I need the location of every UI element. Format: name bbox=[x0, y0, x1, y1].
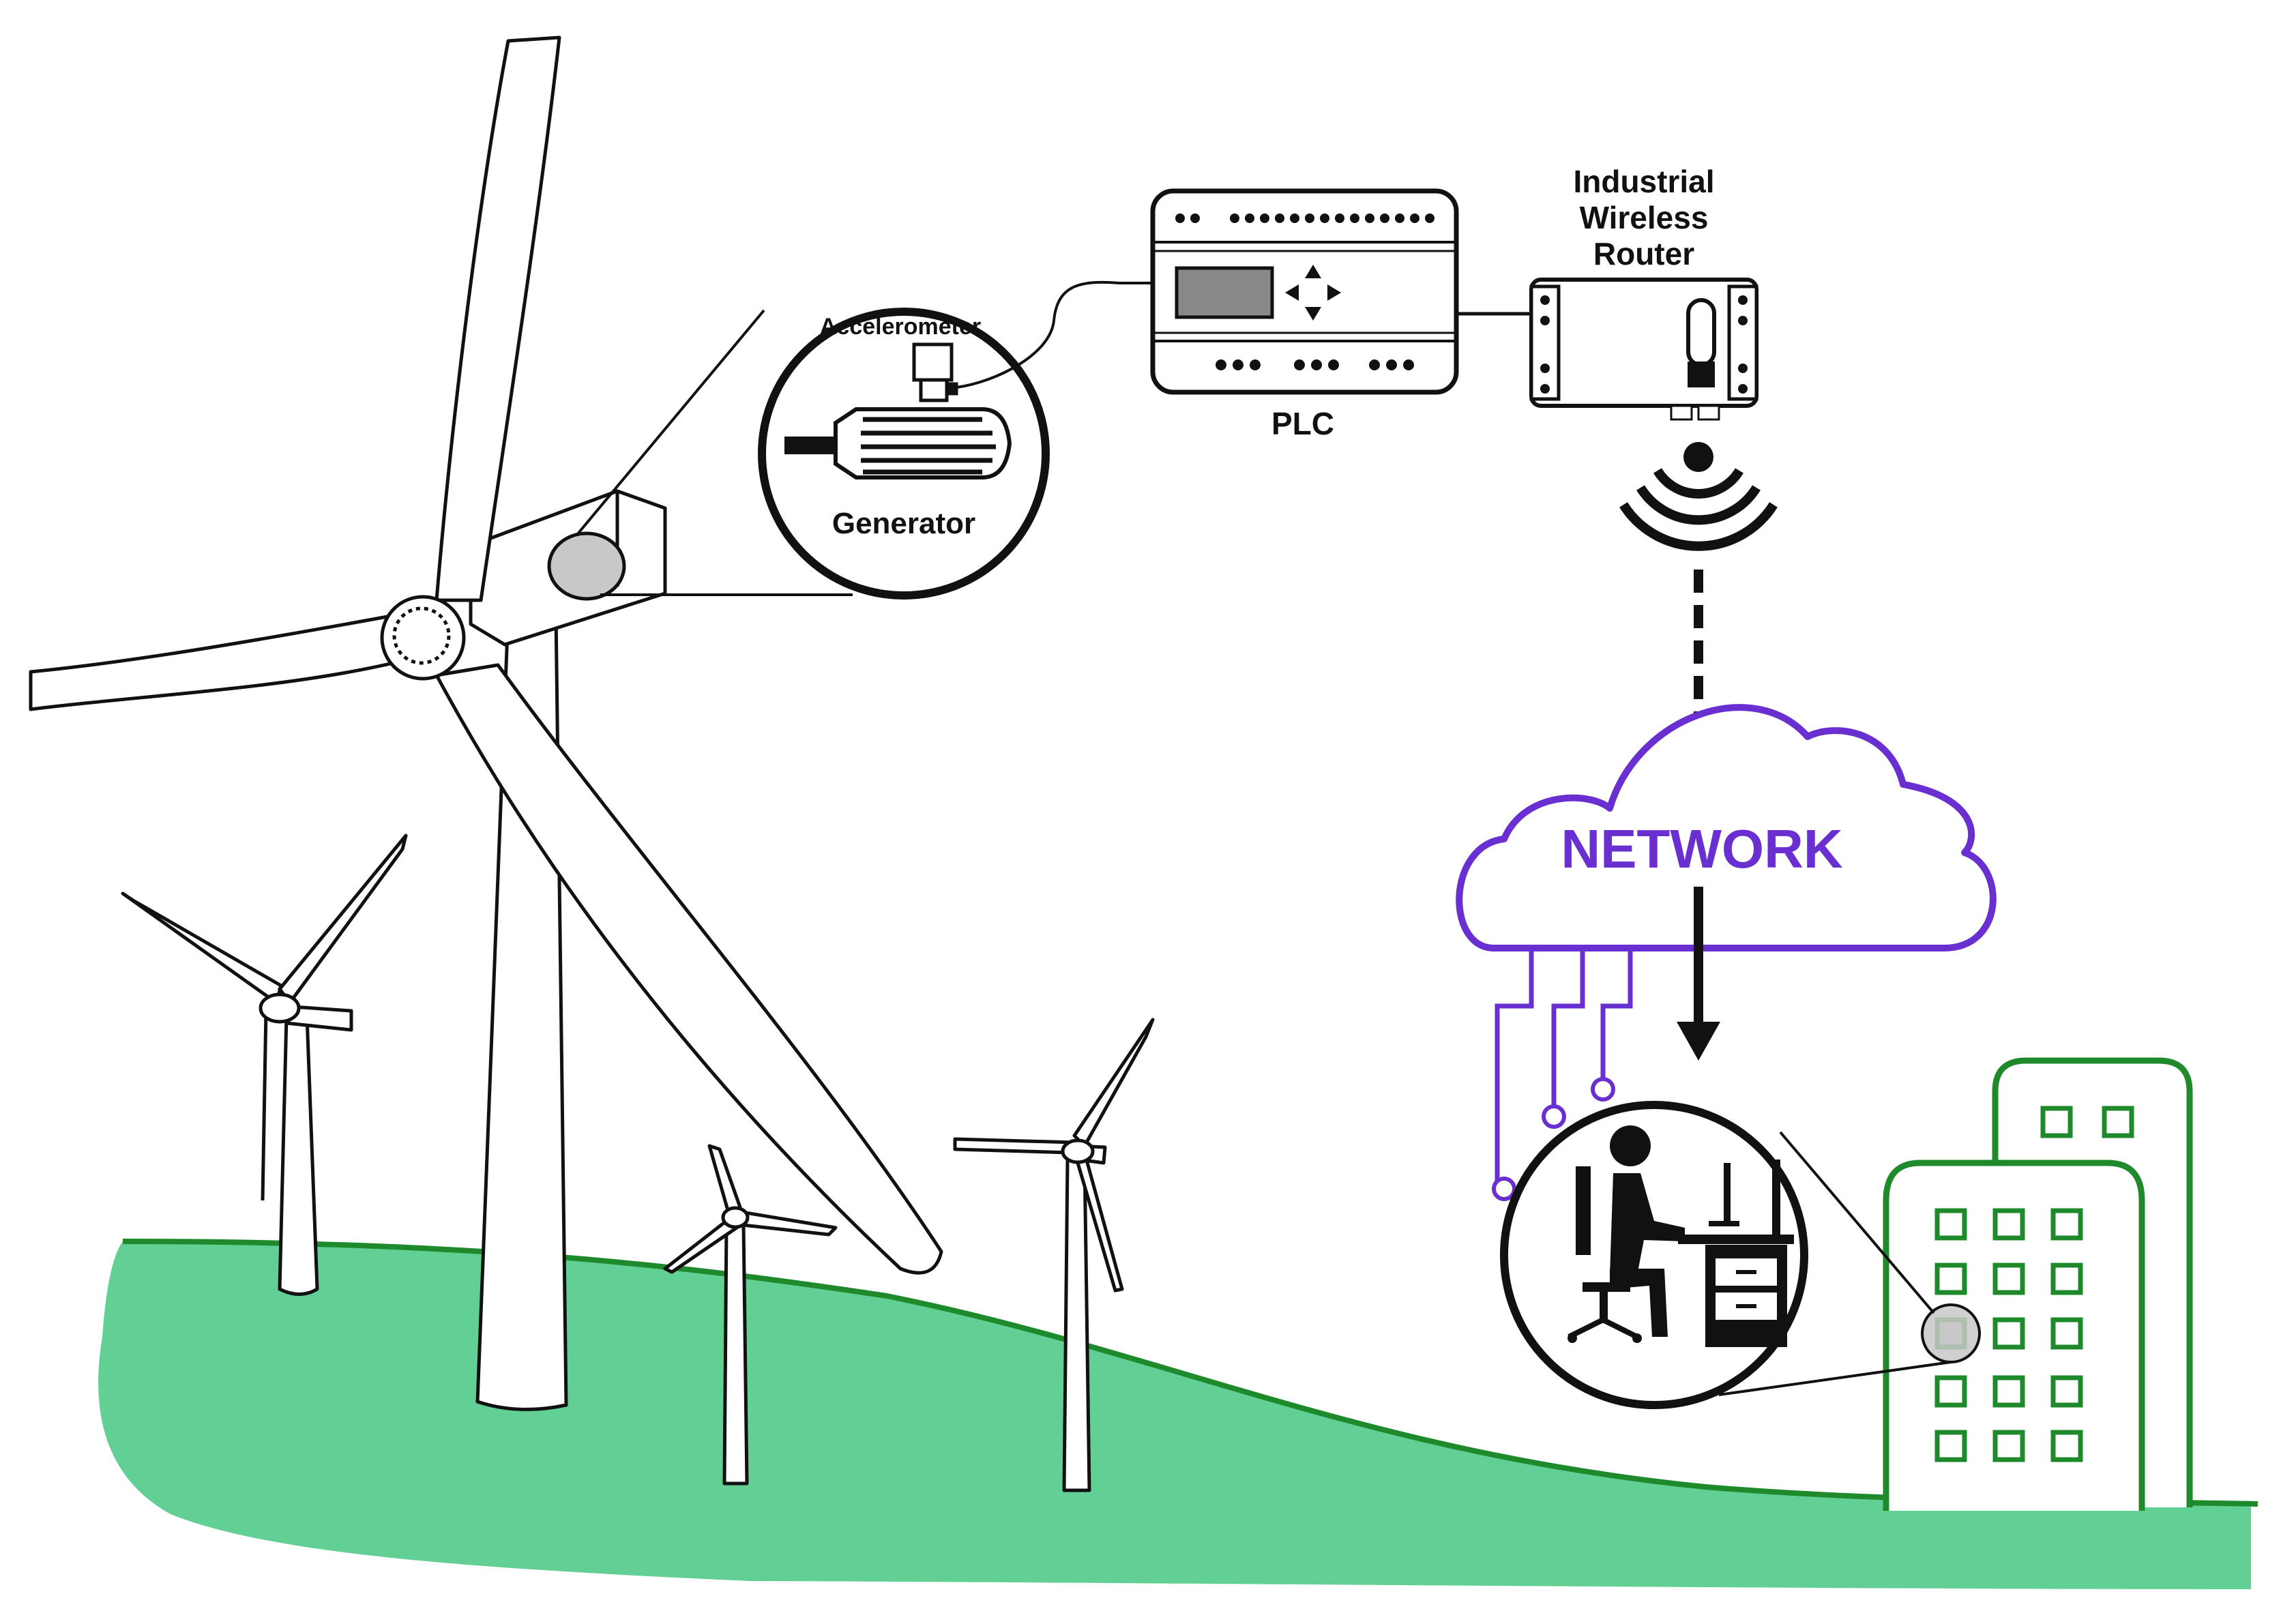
person-at-desk-icon bbox=[1568, 1125, 1794, 1347]
plc-screen bbox=[1175, 266, 1274, 319]
office-building-icon bbox=[1883, 1057, 2193, 1511]
plc-device bbox=[1150, 188, 1459, 395]
small-turbine-middle bbox=[663, 1144, 838, 1486]
router-label-line3: Router bbox=[1593, 236, 1694, 271]
network-connections bbox=[1495, 948, 1633, 1187]
accelerometer-label: Accelerometer bbox=[820, 314, 981, 340]
industrial-wireless-router bbox=[1529, 278, 1758, 421]
network-to-operator-arrow bbox=[1677, 887, 1720, 1061]
large-turbine bbox=[29, 35, 943, 1411]
building-highlight bbox=[1921, 1303, 1981, 1363]
generator-detail-circle: Accelerometer Generator bbox=[758, 308, 1050, 600]
small-turbine-right bbox=[953, 1018, 1155, 1492]
operator-detail-circle bbox=[1500, 1101, 1808, 1409]
plc-dpad-icon bbox=[1285, 265, 1341, 321]
generator-label: Generator bbox=[832, 507, 975, 540]
small-turbine-left bbox=[121, 833, 408, 1296]
network-connection-nodes bbox=[1492, 1077, 1615, 1201]
wifi-signal-icon bbox=[1619, 442, 1778, 551]
network-label: NETWORK bbox=[1561, 818, 1843, 879]
accelerometer-sensor-icon bbox=[912, 342, 958, 402]
plc-label: PLC bbox=[1271, 406, 1334, 441]
router-label-line1: Industrial bbox=[1573, 164, 1714, 199]
operator-callout-lines bbox=[1718, 1131, 1952, 1396]
sensor-cable bbox=[956, 280, 1153, 389]
network-cloud-icon: NETWORK bbox=[1456, 704, 1997, 951]
generator-callout-lines bbox=[575, 309, 853, 596]
router-label-line2: Wireless bbox=[1580, 200, 1709, 235]
